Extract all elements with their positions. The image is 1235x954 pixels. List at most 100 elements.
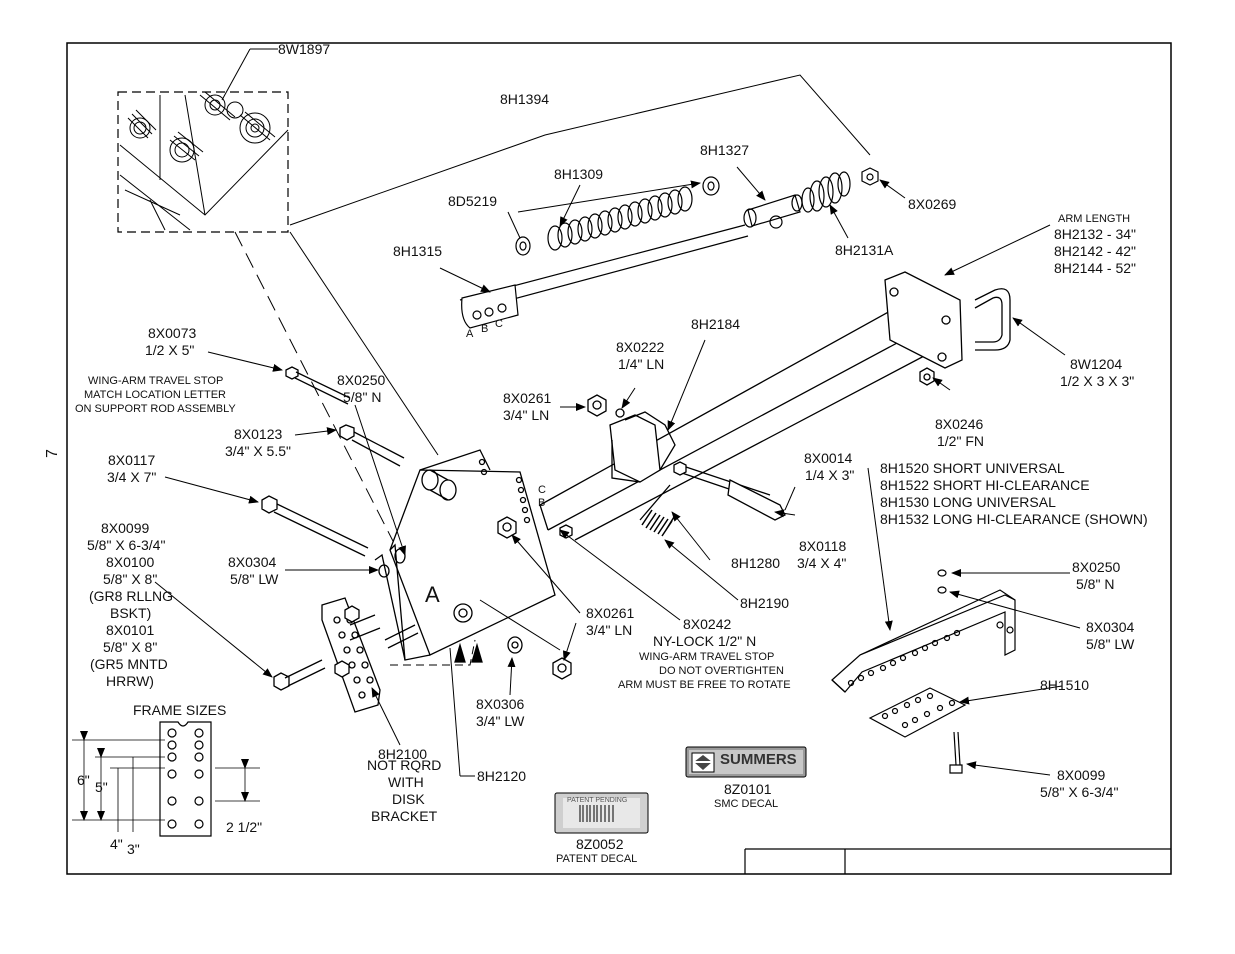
label-8X0304-b: 8X0304 xyxy=(1086,619,1135,635)
label-8X0261-b: 8X0261 xyxy=(586,605,635,621)
label-8W1204: 8W1204 xyxy=(1070,356,1123,372)
bracket-hole-b: B xyxy=(538,497,546,509)
rod-hole-c: C xyxy=(495,318,503,330)
travel-stop-note-3: ON SUPPORT ROD ASSEMBLY xyxy=(75,403,236,415)
summers-logo-text: SUMMERS xyxy=(720,751,797,768)
page-number: 7 xyxy=(43,449,61,458)
label-8X0261-a: 8X0261 xyxy=(503,390,552,406)
label-8X0100-note-1: (GR8 RLLNG xyxy=(89,588,174,604)
travel-stop-warning-2: DO NOT OVERTIGHTEN xyxy=(659,665,784,677)
label-8H2100-note-4: BRACKET xyxy=(371,808,438,824)
support-rod-assembly xyxy=(289,74,879,329)
label-8X0222-size: 1/4" LN xyxy=(618,356,665,372)
rubber-spring-8H2131A xyxy=(801,171,851,213)
label-8Z0101: 8Z0101 xyxy=(724,781,772,797)
label-8X0101-note-1: (GR5 MNTD xyxy=(90,656,168,672)
arm-length-42: 8H2142 - 42" xyxy=(1054,243,1137,259)
label-8X0099-a: 8X0099 xyxy=(101,520,150,536)
view-letter-a: A xyxy=(425,582,440,607)
label-8H2131A: 8H2131A xyxy=(835,242,894,258)
label-8X0123-size: 3/4" X 5.5" xyxy=(225,443,291,459)
mounting-bracket xyxy=(374,449,573,680)
label-8H2190: 8H2190 xyxy=(740,595,790,611)
label-8X0117: 8X0117 xyxy=(108,452,156,468)
label-8X0222: 8X0222 xyxy=(616,339,665,355)
label-8X0306: 8X0306 xyxy=(476,696,525,712)
arm-length-34: 8H2132 - 34" xyxy=(1054,226,1137,242)
label-8X0250-b: 8X0250 xyxy=(1072,559,1121,575)
patent-decal-graphic xyxy=(554,792,649,834)
label-8X0118: 8X0118 xyxy=(799,538,847,554)
arm-length-title: ARM LENGTH xyxy=(1058,213,1131,225)
rod-hole-b: B xyxy=(481,323,489,335)
label-8X0099-a-size: 5/8" X 6-3/4" xyxy=(87,537,166,553)
arm-tube xyxy=(539,271,1011,541)
label-8X0101: 8X0101 xyxy=(106,622,155,638)
label-8X0101-size: 5/8" X 8" xyxy=(103,639,158,655)
label-8H2120: 8H2120 xyxy=(477,768,527,784)
label-8D5219: 8D5219 xyxy=(448,193,498,209)
bracket-hole-c: C xyxy=(538,484,546,496)
dimension-4-in: 4" xyxy=(110,836,123,852)
label-8X0250-a: 8X0250 xyxy=(337,372,386,388)
summers-decal-graphic xyxy=(685,746,807,778)
label-8X0250-b-size: 5/8" N xyxy=(1076,576,1115,592)
clamp-plate xyxy=(321,597,419,713)
label-8X0242: 8X0242 xyxy=(683,616,732,632)
drawing-border xyxy=(66,42,1172,875)
title-block xyxy=(744,848,1171,874)
dimension-6-in: 6" xyxy=(77,772,90,788)
spring-8H1309 xyxy=(547,186,693,251)
label-8X0261-a-size: 3/4" LN xyxy=(503,407,550,423)
label-8X0123: 8X0123 xyxy=(234,426,283,442)
travel-stop-note-2: MATCH LOCATION LETTER xyxy=(84,389,226,401)
label-8H2184: 8H2184 xyxy=(691,316,741,332)
label-8H1510: 8H1510 xyxy=(1040,677,1090,693)
label-8X0261-b-size: 3/4" LN xyxy=(586,622,633,638)
label-8Z0101-desc: SMC DECAL xyxy=(714,798,779,810)
label-8X0118-size: 3/4 X 4" xyxy=(797,555,847,571)
label-8H1394: 8H1394 xyxy=(500,91,550,107)
frame-sizes-title: FRAME SIZES xyxy=(133,702,227,718)
label-8X0246: 8X0246 xyxy=(935,416,984,432)
label-8H1315: 8H1315 xyxy=(393,243,443,259)
frame-sizes-diagram xyxy=(72,721,260,837)
travel-stop-warning-3: ARM MUST BE FREE TO ROTATE xyxy=(618,679,791,691)
label-8X0304-b-size: 5/8" LW xyxy=(1086,636,1135,652)
label-8X0100: 8X0100 xyxy=(106,554,155,570)
label-8H2100-note-1: NOT RQRD xyxy=(367,757,442,773)
label-8X0250-a-size: 5/8" N xyxy=(343,389,382,405)
label-8X0099-b: 8X0099 xyxy=(1057,767,1106,783)
support-option-3: 8H1530 LONG UNIVERSAL xyxy=(880,494,1056,510)
dimension-3-in: 3" xyxy=(127,841,140,857)
label-8X0100-note-2: BSKT) xyxy=(110,605,152,621)
label-8X0014: 8X0014 xyxy=(804,450,853,466)
label-8X0242-size: NY-LOCK 1/2" N xyxy=(653,633,757,649)
label-8H1280: 8H1280 xyxy=(731,555,781,571)
support-option-1: 8H1520 SHORT UNIVERSAL xyxy=(880,460,1065,476)
dimension-2-5-in: 2 1/2" xyxy=(226,819,263,835)
label-8X0014-size: 1/4 X 3" xyxy=(805,467,855,483)
label-8W1897: 8W1897 xyxy=(278,41,331,57)
dimension-5-in: 5" xyxy=(95,779,108,795)
label-8X0304-a: 8X0304 xyxy=(228,554,277,570)
label-8X0073: 8X0073 xyxy=(148,325,197,341)
label-8Z0052-desc: PATENT DECAL xyxy=(556,853,638,865)
rod-hole-a: A xyxy=(466,328,474,340)
label-8H1327: 8H1327 xyxy=(700,142,750,158)
arm-length-52: 8H2144 - 52" xyxy=(1054,260,1137,276)
detail-inset xyxy=(117,48,439,546)
label-8X0304-a-size: 5/8" LW xyxy=(230,571,279,587)
travel-stop-note-1: WING-ARM TRAVEL STOP xyxy=(88,375,224,387)
patent-decal-text: PATENT PENDING xyxy=(567,797,628,804)
support-option-4: 8H1532 LONG HI-CLEARANCE (SHOWN) xyxy=(880,511,1148,527)
label-8X0101-note-2: HRRW) xyxy=(106,673,154,689)
label-8H2100-note-2: WITH xyxy=(388,774,424,790)
label-8X0073-size: 1/2 X 5" xyxy=(145,342,195,358)
label-8X0269: 8X0269 xyxy=(908,196,957,212)
leader-lines xyxy=(154,166,1081,777)
label-8W1204-size: 1/2 X 3 X 3" xyxy=(1060,373,1135,389)
label-8X0100-size: 5/8" X 8" xyxy=(103,571,158,587)
label-8X0306-size: 3/4" LW xyxy=(476,713,525,729)
label-8Z0052: 8Z0052 xyxy=(576,836,624,852)
